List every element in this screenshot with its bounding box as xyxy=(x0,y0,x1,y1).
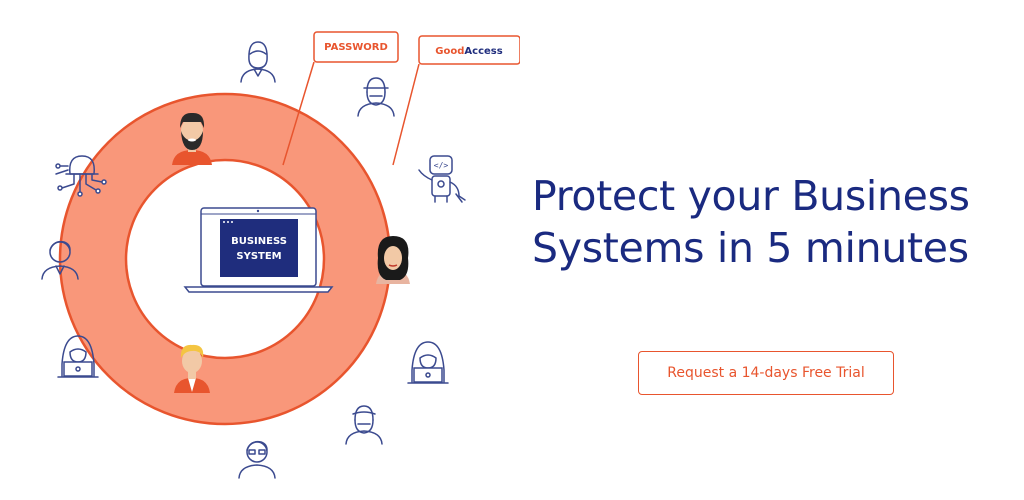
bearded-user-icon xyxy=(357,77,395,117)
hacker-laptop-icon-left xyxy=(57,335,99,378)
screen-line-1: BUSINESS xyxy=(231,236,287,247)
goodaccess-label: GoodAccess xyxy=(418,35,520,65)
headline-line-2: Systems in 5 minutes xyxy=(532,224,969,272)
goodaccess-logo-text: GoodAccess xyxy=(435,46,502,57)
laptop-icon: BUSINESS SYSTEM xyxy=(183,207,334,293)
svg-text:</>: </> xyxy=(434,161,449,170)
ai-network-icon xyxy=(55,155,107,197)
security-illustration: PASSWORD GoodAccess BUSINESS SYSTEM xyxy=(41,31,520,479)
password-label-text: PASSWORD xyxy=(324,42,388,53)
request-trial-button[interactable]: Request a 14-days Free Trial xyxy=(638,351,894,395)
bearded-user-icon-bottom xyxy=(345,405,383,445)
goodaccess-callout-line xyxy=(392,63,420,166)
blond-man-avatar xyxy=(174,344,210,393)
user-icon-left xyxy=(41,240,79,280)
screen-line-2: SYSTEM xyxy=(236,251,281,262)
password-label: PASSWORD xyxy=(313,31,399,63)
business-system-screen xyxy=(220,219,298,277)
hacker-laptop-icon-right xyxy=(407,341,449,384)
developer-robot-icon: </> xyxy=(418,155,466,203)
woman-user-icon xyxy=(240,41,276,83)
bearded-man-avatar xyxy=(172,112,212,165)
glasses-user-icon xyxy=(238,440,276,479)
protection-ring xyxy=(60,94,390,424)
headline-line-1: Protect your Business xyxy=(532,172,970,220)
hero-headline: Protect your Business Systems in 5 minut… xyxy=(532,170,1012,274)
ring-inner-border xyxy=(124,158,326,360)
woman-avatar xyxy=(376,236,410,284)
password-callout-line xyxy=(282,61,315,166)
